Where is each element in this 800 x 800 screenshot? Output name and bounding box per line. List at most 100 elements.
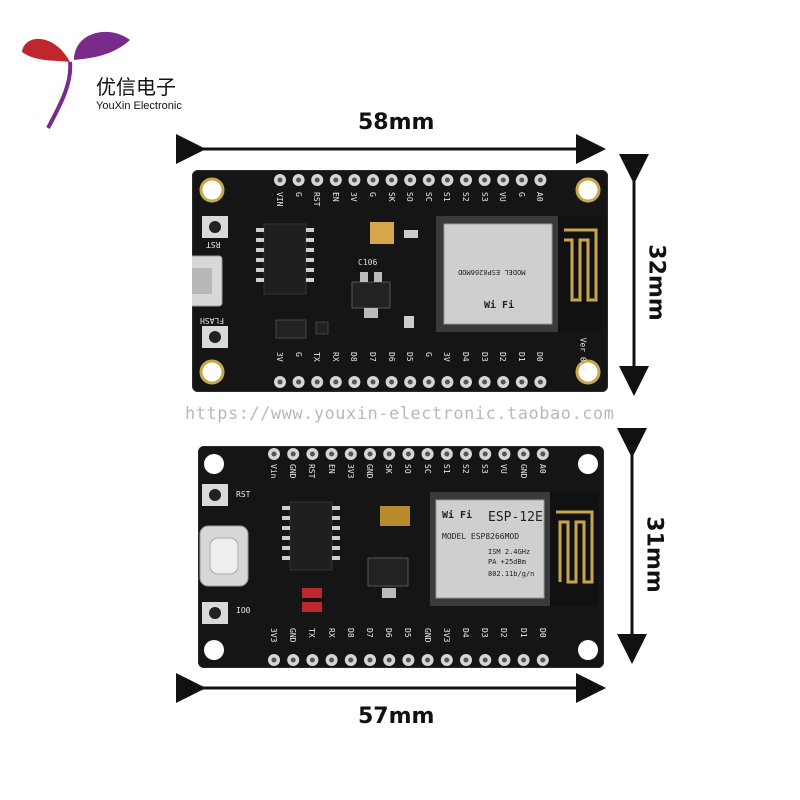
module-ism-b2: ISM 2.4GHz	[488, 548, 531, 556]
logo-icon	[22, 31, 130, 129]
pin-label-sc: SC	[422, 464, 432, 474]
header-pin-hole	[309, 657, 315, 663]
header-pin-hole	[501, 657, 507, 663]
pin-label-d2: D2	[499, 628, 509, 638]
header-pin-hole	[389, 177, 395, 183]
pin-label-gnd: GND	[422, 628, 432, 643]
pin-label-vin: VIN	[275, 192, 284, 207]
pin-label-so: SO	[403, 464, 413, 474]
board1-width-label: 58mm	[358, 110, 435, 135]
pin-label-s1: S1	[442, 192, 452, 202]
header-pin-hole	[329, 451, 335, 457]
pin-label-en: EN	[330, 192, 340, 202]
pin-label-3v3: 3V3	[441, 628, 451, 643]
board2-width-label: 57mm	[358, 704, 435, 729]
pin-label-d5: D5	[405, 352, 415, 362]
header-pin-hole	[407, 379, 413, 385]
pin-label-d4: D4	[461, 352, 470, 362]
pin-label-so: SO	[405, 192, 415, 202]
header-pin-hole	[386, 657, 392, 663]
header-pin-hole	[444, 451, 450, 457]
pin-label-gnd: GND	[288, 464, 298, 479]
brand-name-en: YouXin Electronic	[96, 100, 182, 112]
pin-label-s3: S3	[480, 464, 490, 474]
brand-name-cn: 优信电子	[96, 75, 176, 99]
pin-label-g: G	[516, 192, 526, 197]
rst-button-label: RST	[206, 240, 221, 249]
header-pin-hole	[463, 657, 469, 663]
header-pin-hole	[444, 379, 450, 385]
header-pin-hole	[333, 177, 339, 183]
header-pin-hole	[463, 177, 469, 183]
pin-label-rx: RX	[326, 628, 336, 638]
header-pin-hole	[405, 657, 411, 663]
header-pin-hole	[500, 379, 506, 385]
header-pin-hole	[405, 451, 411, 457]
header-pin-hole	[314, 177, 320, 183]
pin-label-sk: SK	[386, 192, 396, 202]
header-pin-hole	[370, 379, 376, 385]
pin-label-rst: RST	[307, 464, 317, 479]
module-title-b2: ESP-12E	[488, 510, 543, 525]
header-pin-hole	[367, 451, 373, 457]
header-pin-hole	[463, 451, 469, 457]
header-pin-hole	[463, 379, 469, 385]
header-pin-hole	[444, 177, 450, 183]
header-pin-hole	[367, 657, 373, 663]
pin-label-gnd: GND	[288, 628, 298, 643]
module-std-b2: 802.11b/g/n	[488, 570, 535, 578]
header-pin-hole	[482, 451, 488, 457]
header-pin-hole	[351, 177, 357, 183]
header-pin-hole	[426, 177, 432, 183]
header-pin-hole	[296, 379, 302, 385]
pin-label-d6: D6	[384, 628, 394, 638]
pin-label-rx: RX	[330, 352, 340, 362]
header-pin-hole	[296, 177, 302, 183]
header-pin-hole	[333, 379, 339, 385]
pin-label-rst: RST	[312, 192, 322, 207]
pin-label-d0: D0	[537, 628, 547, 638]
header-pin-hole	[482, 177, 488, 183]
pin-label-d3: D3	[480, 628, 490, 638]
pin-label-vu: VU	[498, 192, 508, 202]
pin-label-d8: D8	[345, 628, 355, 638]
header-pin-hole	[521, 451, 527, 457]
pin-label-d6: D6	[386, 352, 396, 362]
header-pin-hole	[277, 177, 283, 183]
header-pin-hole	[501, 451, 507, 457]
pin-label-d7: D7	[365, 628, 374, 638]
pin-label-g: G	[368, 192, 377, 197]
pin-label-a0: A0	[537, 464, 547, 474]
pin-label-en: EN	[326, 464, 336, 474]
pin-label-s2: S2	[461, 192, 470, 202]
header-pin-hole	[519, 177, 525, 183]
pin-label-s1: S1	[441, 464, 451, 474]
header-pin-hole	[370, 177, 376, 183]
header-pin-hole	[348, 657, 354, 663]
module-pa-b2: PA +25dBm	[488, 558, 526, 566]
module-wifi-b2: Wi Fi	[442, 510, 473, 521]
header-pin-hole	[519, 379, 525, 385]
header-pin-hole	[482, 379, 488, 385]
board2-height-label: 31mm	[641, 516, 667, 593]
header-pin-hole	[271, 657, 277, 663]
pin-label-gnd: GND	[365, 464, 374, 479]
header-pin-hole	[314, 379, 320, 385]
store-watermark: https://www.youxin-electronic.taobao.com	[185, 404, 615, 424]
pin-label-d8: D8	[349, 352, 359, 362]
pin-label-sk: SK	[384, 464, 394, 474]
brand-logo	[14, 22, 130, 132]
pin-label-vu: VU	[499, 464, 509, 474]
header-pin-hole	[407, 177, 413, 183]
board1-height-label: 32mm	[643, 244, 669, 321]
io0-button-label: IO0	[236, 606, 251, 615]
pin-label-vin: Vin	[269, 464, 278, 479]
pin-label-tx: TX	[312, 352, 322, 362]
pin-label-3v: 3V	[349, 192, 359, 202]
header-pin-hole	[482, 657, 488, 663]
module-model-b2: MODEL ESP8266MOD	[442, 532, 520, 541]
pin-label-d3: D3	[479, 352, 489, 362]
pin-label-g: G	[293, 192, 303, 197]
